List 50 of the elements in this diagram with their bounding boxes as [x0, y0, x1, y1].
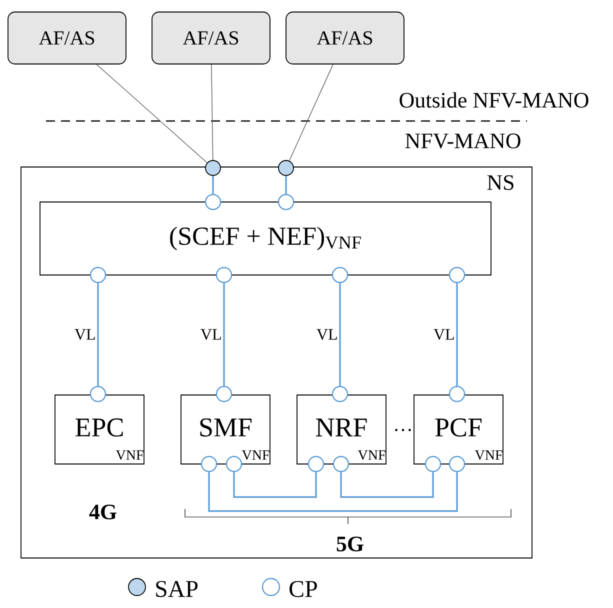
connection-point-circle: [204, 194, 222, 210]
connection-point-circle: [448, 386, 466, 402]
connection-point-circle: [278, 194, 294, 210]
edge-label: VL: [73, 328, 97, 341]
group-label: 4G: [89, 504, 116, 520]
connector-line: [288, 64, 334, 162]
connector-line: [456, 283, 458, 386]
access-point-circle: [205, 160, 221, 176]
connection-point-circle: [226, 456, 242, 472]
edge-label: VL: [315, 328, 339, 341]
group-label: 5G: [336, 536, 364, 552]
connector-line: [97, 283, 99, 386]
connector-line: [208, 472, 458, 512]
connector-line: [285, 176, 287, 194]
edge-label: VL: [199, 328, 223, 341]
connection-point-circle: [332, 386, 348, 402]
subscript-text: VNF: [116, 450, 144, 460]
connection-point-circle: [90, 386, 106, 402]
connector-line: [233, 472, 317, 498]
subscript-text: VNF: [474, 450, 502, 460]
subscript-text: VNF: [358, 450, 386, 460]
connection-point-circle: [216, 266, 232, 284]
subscript-text: VNF: [242, 450, 270, 460]
connector-line: [339, 283, 341, 386]
connector-line: [223, 283, 225, 386]
function-box: (SCEF + NEF)$_{VNF}$: [40, 202, 492, 276]
server-box: AF/AS: [152, 12, 270, 64]
connection-point-circle: [448, 266, 466, 284]
connection-point-circle: [448, 456, 466, 472]
connection-point-circle: [308, 456, 324, 472]
server-box: AF/AS: [8, 12, 126, 64]
legend-text: CP: [290, 580, 317, 598]
edge-label: VL: [432, 328, 456, 341]
region-label: NFV-MANO: [405, 134, 520, 148]
legend-text: SAP: [156, 580, 198, 598]
connector-line: [211, 64, 214, 160]
connection-point-circle: [332, 456, 350, 472]
frame-title: NS: [487, 175, 514, 190]
connection-point-circle: [90, 266, 106, 284]
region-label: Outside NFV-MANO: [400, 92, 588, 108]
region-label: …: [395, 428, 411, 432]
connector-line: [96, 64, 208, 164]
connection-point-circle: [200, 456, 218, 472]
connection-point-circle: [424, 456, 442, 472]
connector-line: [212, 176, 214, 194]
connector-line: [340, 472, 434, 498]
access-point-circle: [278, 160, 294, 176]
server-box: AF/AS: [286, 12, 404, 64]
connection-point-circle: [216, 386, 232, 402]
connection-point-circle: [332, 266, 348, 284]
